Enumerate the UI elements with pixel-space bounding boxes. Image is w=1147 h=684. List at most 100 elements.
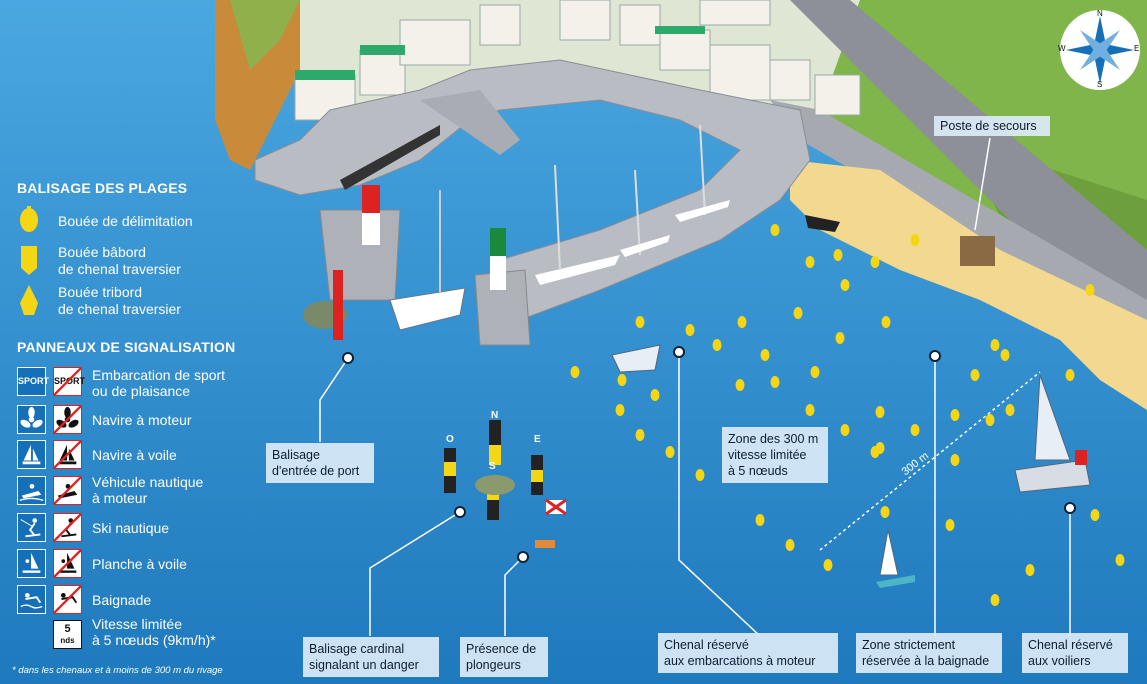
sport-sign-text: SPORT xyxy=(18,376,50,386)
legend-sign-sport-1: Embarcation de sport xyxy=(92,367,226,383)
yellow-buoy xyxy=(755,514,765,526)
catamaran xyxy=(1014,374,1091,493)
beach xyxy=(790,160,1147,410)
label-cardinal-line1: Balisage cardinal xyxy=(309,642,405,656)
yellow-buoy xyxy=(665,446,675,458)
label-divers-line2: plongeurs xyxy=(466,658,521,672)
compass-rose-icon xyxy=(1060,10,1140,90)
yellow-buoy xyxy=(737,316,747,328)
yellow-buoy xyxy=(617,374,627,386)
legend-sign-sail: Navire à voile xyxy=(92,447,177,463)
compass-s: S xyxy=(1097,80,1103,89)
label-zone-300: Zone des 300 m vitesse limitée à 5 nœuds xyxy=(722,427,828,483)
label-zone-300-line2: vitesse limitée xyxy=(728,448,807,462)
yellow-buoy xyxy=(990,594,1000,606)
callout-dot xyxy=(929,350,941,362)
yellow-buoy xyxy=(635,429,645,441)
yellow-buoy xyxy=(840,424,850,436)
yellow-buoy xyxy=(875,442,885,454)
yellow-buoy xyxy=(950,409,960,421)
label-motor-channel: Chenal réservé aux embarcations à moteur xyxy=(658,633,838,673)
distance-arrow xyxy=(819,371,1041,551)
legend-heading-beaches: BALISAGE DES PLAGES xyxy=(17,180,188,196)
label-sail-channel-line1: Chenal réservé xyxy=(1028,638,1113,652)
swimmer-icon xyxy=(17,585,46,614)
sailboat-icon xyxy=(17,440,46,469)
jetski-forbidden-icon xyxy=(53,476,82,505)
yellow-buoy xyxy=(910,234,920,246)
label-sail-channel-line2: aux voiliers xyxy=(1028,654,1091,668)
label-swim-zone-line2: réservée à la baignade xyxy=(862,654,990,668)
water-ski-icon xyxy=(17,513,46,542)
sport-allowed-sign: SPORT xyxy=(17,367,50,396)
diver-flag-icon xyxy=(535,498,567,548)
label-divers: Présence de plongeurs xyxy=(460,637,548,677)
rescue-post xyxy=(960,236,995,266)
delimitation-buoys xyxy=(570,224,1125,606)
label-port-entry: Balisage d'entrée de port xyxy=(266,443,374,483)
label-swim-zone: Zone strictement réservée à la baignade xyxy=(856,633,1002,673)
yellow-buoy xyxy=(685,324,695,336)
yellow-buoy xyxy=(635,316,645,328)
harbor-boats xyxy=(340,124,730,331)
label-port-entry-line2: d'entrée de port xyxy=(272,464,360,478)
red-port-buoy xyxy=(333,270,343,340)
yellow-buoy xyxy=(950,454,960,466)
swimmer-forbidden-icon xyxy=(53,585,82,614)
legend-sign-swim: Baignade xyxy=(92,592,152,608)
sport-forbidden-sign: SPORT xyxy=(53,367,85,396)
windsurfer xyxy=(876,529,915,588)
propeller-icon xyxy=(17,405,46,434)
windsurf-forbidden-icon xyxy=(53,549,82,578)
yellow-buoy xyxy=(990,339,1000,351)
yellow-buoy xyxy=(793,307,803,319)
yellow-buoy xyxy=(650,389,660,401)
legend-sign-jetski-2: à moteur xyxy=(92,490,148,506)
yellow-buoy xyxy=(1085,284,1095,296)
compass-n: N xyxy=(1097,9,1103,18)
yellow-buoy xyxy=(875,406,885,418)
yellow-buoy xyxy=(840,279,850,291)
yellow-buoy xyxy=(760,349,770,361)
legend-buoy-port-2: de chenal traversier xyxy=(58,261,181,277)
legend-sign-speed-2: à 5 nœuds (9km/h)* xyxy=(92,632,216,648)
cardinal-east: E xyxy=(534,434,541,445)
cardinal-south: S xyxy=(489,461,496,472)
callout-dot xyxy=(454,506,466,518)
yellow-buoy xyxy=(1005,404,1015,416)
label-motor-channel-line1: Chenal réservé xyxy=(664,638,749,652)
compass-e: E xyxy=(1134,44,1140,53)
legend-sign-speed-1: Vitesse limitée xyxy=(92,616,183,632)
label-rescue-post: Poste de secours xyxy=(934,116,1050,136)
yellow-buoy xyxy=(945,519,955,531)
yellow-buoy xyxy=(735,379,745,391)
label-sail-channel: Chenal réservé aux voiliers xyxy=(1022,633,1128,673)
sailboat-forbidden-icon xyxy=(53,440,82,469)
legend-buoy-delimitation: Bouée de délimitation xyxy=(58,213,193,229)
speed-unit: nds xyxy=(60,636,75,645)
propeller-forbidden-icon xyxy=(53,405,82,434)
jetski xyxy=(805,215,840,232)
delimitation-buoy-icon xyxy=(20,206,38,232)
label-zone-300-line1: Zone des 300 m xyxy=(728,432,819,446)
compass-w: W xyxy=(1058,44,1066,53)
label-cardinal: Balisage cardinal signalant un danger xyxy=(303,637,439,677)
yellow-buoy xyxy=(805,256,815,268)
yellow-buoy xyxy=(970,369,980,381)
yellow-buoy xyxy=(1025,564,1035,576)
legend-sign-sport-2: ou de plaisance xyxy=(92,383,191,399)
yellow-buoy xyxy=(1115,554,1125,566)
yellow-buoy xyxy=(770,376,780,388)
yellow-buoy xyxy=(835,332,845,344)
water-ski-forbidden-icon xyxy=(53,513,82,542)
legend-sign-ski: Ski nautique xyxy=(92,520,170,536)
label-swim-zone-line1: Zone strictement xyxy=(862,638,956,652)
coastal-road xyxy=(790,0,1147,300)
cardinal-buoys xyxy=(444,420,543,520)
yellow-buoy xyxy=(810,366,820,378)
motor-boat xyxy=(611,344,661,373)
legend-sign-jetski-1: Véhicule nautique xyxy=(92,474,204,490)
yellow-buoy xyxy=(833,249,843,261)
callout-dot xyxy=(517,551,529,563)
